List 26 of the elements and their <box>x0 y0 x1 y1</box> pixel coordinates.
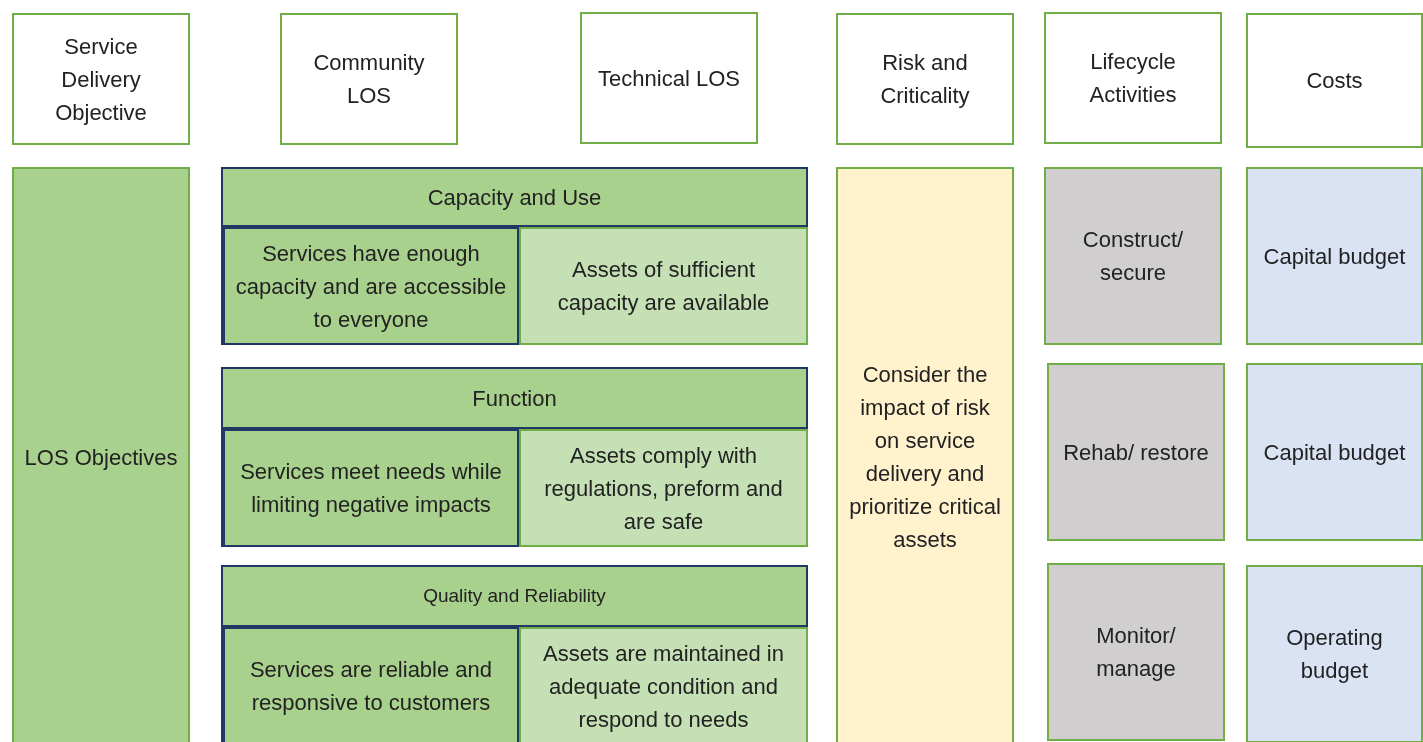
group-panel <box>221 367 808 547</box>
column-header: Community LOS <box>280 13 458 145</box>
text-box: Assets are maintained in adequate condition and respond to needs <box>519 627 808 742</box>
text-box: Assets comply with regulations, preform and are safe <box>519 429 808 547</box>
column-header: Lifecycle Activities <box>1044 12 1222 144</box>
group-heading: Function <box>223 369 806 429</box>
text-box: LOS Objectives <box>12 167 190 742</box>
group-panel <box>221 565 808 742</box>
text-box: Capital budget <box>1246 363 1423 541</box>
column-header: Risk and Criticality <box>836 13 1014 145</box>
text-box: Services meet needs while limiting negative impacts <box>223 429 519 547</box>
text-box: Rehab/ restore <box>1047 363 1225 541</box>
text-box: Capital budget <box>1246 167 1423 345</box>
text-box: Construct/ secure <box>1044 167 1222 345</box>
group-panel <box>221 167 808 345</box>
text-box: Services are reliable and responsive to customers <box>223 627 519 742</box>
text-box: Assets of sufficient capacity are available <box>519 227 808 345</box>
column-header: Technical LOS <box>580 12 758 144</box>
column-header: Service Delivery Objective <box>12 13 190 145</box>
text-box: Consider the impact of risk on service delivery and prioritize critical assets <box>836 167 1014 742</box>
column-header: Costs <box>1246 13 1423 148</box>
text-box: Services have enough capacity and are accessible to everyone <box>223 227 519 345</box>
group-heading: Quality and Reliability <box>223 567 806 627</box>
group-heading: Capacity and Use <box>223 169 806 227</box>
text-box: Operating budget <box>1246 565 1423 742</box>
text-box: Monitor/ manage <box>1047 563 1225 741</box>
